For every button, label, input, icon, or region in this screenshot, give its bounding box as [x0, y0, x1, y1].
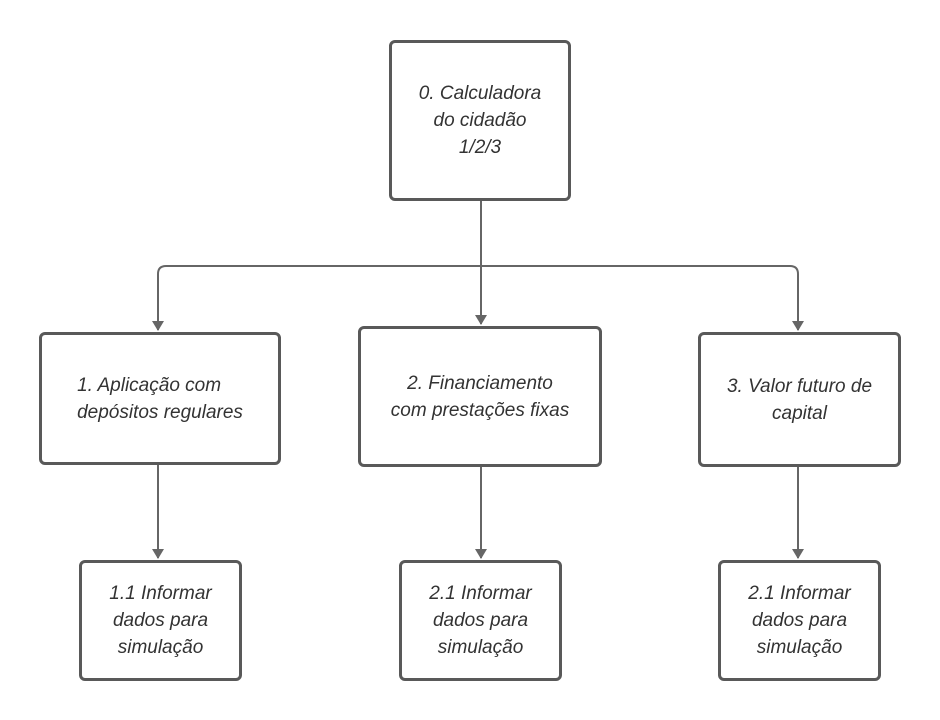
node-1[interactable]: 1. Aplicação com depósitos regulares — [39, 332, 281, 465]
node-1-label: 1. Aplicação com depósitos regulares — [77, 374, 243, 423]
node-1-1-label: 1.1 Informar dados para simulação — [109, 583, 212, 658]
node-2-1[interactable]: 2.1 Informar dados para simulação — [399, 560, 562, 681]
node-2-label: 2. Financiamento com prestações fixas — [390, 372, 570, 421]
node-3-label: 3. Valor futuro de capital — [726, 375, 873, 424]
node-2-1-label: 2.1 Informar dados para simulação — [429, 583, 532, 658]
node-3-1[interactable]: 2.1 Informar dados para simulação — [718, 560, 881, 681]
node-root[interactable]: 0. Calculadora do cidadão 1/2/3 — [389, 40, 571, 201]
node-2[interactable]: 2. Financiamento com prestações fixas — [358, 326, 602, 467]
node-root-label: 0. Calculadora do cidadão 1/2/3 — [418, 83, 542, 158]
node-1-1[interactable]: 1.1 Informar dados para simulação — [79, 560, 242, 681]
node-3-1-label: 2.1 Informar dados para simulação — [748, 583, 851, 658]
connector-bus-left — [157, 265, 167, 275]
connector-bus — [166, 265, 799, 275]
node-3[interactable]: 3. Valor futuro de capital — [698, 332, 901, 467]
